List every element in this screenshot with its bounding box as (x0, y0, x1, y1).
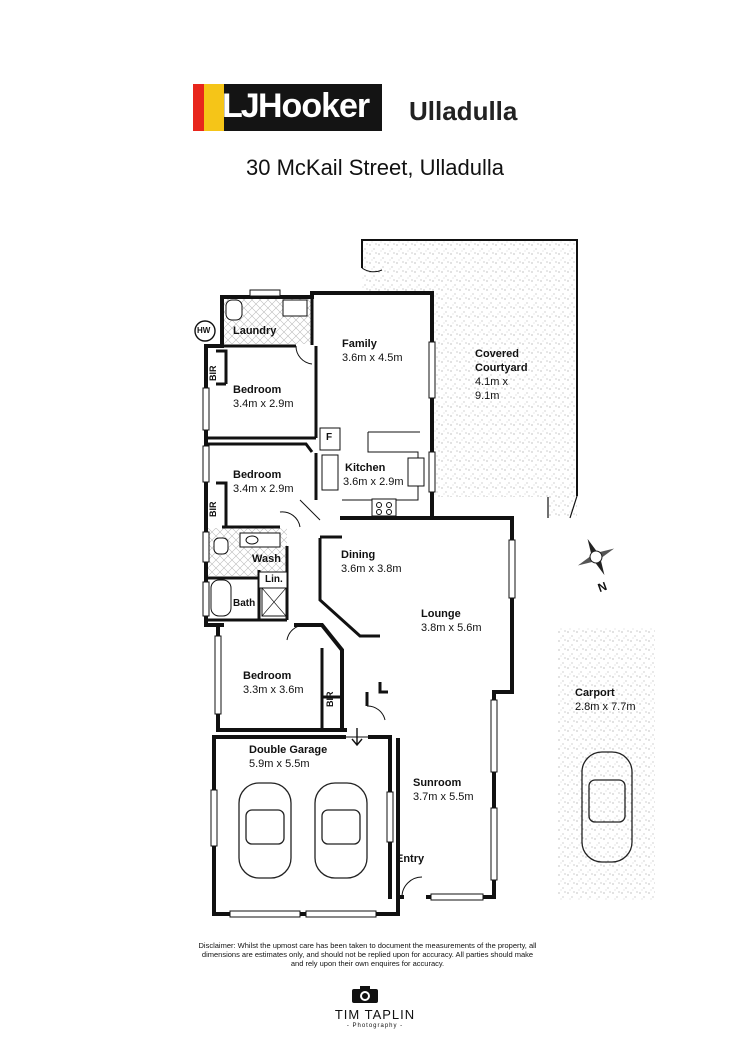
room-label-lounge: Lounge (421, 608, 461, 620)
room-dims-garage: 5.9m x 5.5m (249, 758, 310, 770)
room-label-carport: Carport (575, 687, 615, 699)
room-dims-bedroom-1: 3.4m x 2.9m (233, 398, 294, 410)
courtyard-outline (361, 239, 578, 496)
room-dims-courtyard-line1: 4.1m x (475, 376, 509, 388)
photographer-subtitle: - Photography - (346, 1023, 404, 1029)
fridge-label: F (326, 432, 333, 443)
room-label-garage: Double Garage (249, 744, 328, 756)
room-label-bedroom-2: Bedroom (233, 469, 282, 481)
room-dims-courtyard-line2: 9.1m (475, 390, 500, 402)
carport-area (557, 628, 655, 900)
room-label-sunroom: Sunroom (413, 777, 462, 789)
room-label-bath: Bath (233, 598, 256, 609)
courtyard-area (362, 240, 577, 518)
room-label-bedroom-3: Bedroom (243, 670, 292, 682)
room-label-kitchen: Kitchen (345, 462, 386, 474)
room-label-family: Family (342, 338, 377, 350)
office-name: Ulladulla (409, 96, 518, 126)
room-dims-lounge: 3.8m x 5.6m (421, 622, 482, 634)
logo-hooker-text: Hooker (258, 87, 370, 125)
room-label-courtyard-line2: Courtyard (475, 362, 528, 374)
room-label-bedroom-1: Bedroom (233, 384, 282, 396)
property-address: 30 McKail Street, Ulladulla (245, 155, 504, 180)
room-dims-dining: 3.6m x 3.8m (341, 563, 402, 575)
room-dims-carport: 2.8m x 7.7m (575, 701, 636, 713)
bir-label-2: BIR (208, 501, 218, 518)
room-label-courtyard-line1: Covered (475, 348, 520, 360)
room-dims-bedroom-3: 3.3m x 3.6m (243, 684, 304, 696)
camera-icon (352, 986, 378, 1003)
entry-label: Entry (396, 853, 425, 865)
linen-label: Lin. (265, 574, 283, 585)
disclaimer-text: Disclaimer: Whilst the upmost care has b… (198, 941, 537, 968)
room-label-laundry: Laundry (233, 325, 277, 337)
compass-icon (577, 538, 615, 576)
logo-yellow-stripe (204, 84, 224, 131)
room-label-dining: Dining (341, 549, 376, 561)
bir-label-1: BIR (208, 365, 218, 382)
photographer-name: TIM TAPLIN (334, 1007, 416, 1022)
logo-background (224, 84, 382, 131)
logo-lj-text: LJ (222, 87, 260, 125)
hot-water-label: HW (197, 326, 211, 335)
bir-label-3: BIR (325, 691, 335, 708)
room-dims-sunroom: 3.7m x 5.5m (413, 791, 474, 803)
room-dims-kitchen: 3.6m x 2.9m (343, 476, 404, 488)
room-label-wash: Wash (252, 553, 281, 565)
room-dims-bedroom-2: 3.4m x 2.9m (233, 483, 294, 495)
room-dims-family: 3.6m x 4.5m (342, 352, 403, 364)
